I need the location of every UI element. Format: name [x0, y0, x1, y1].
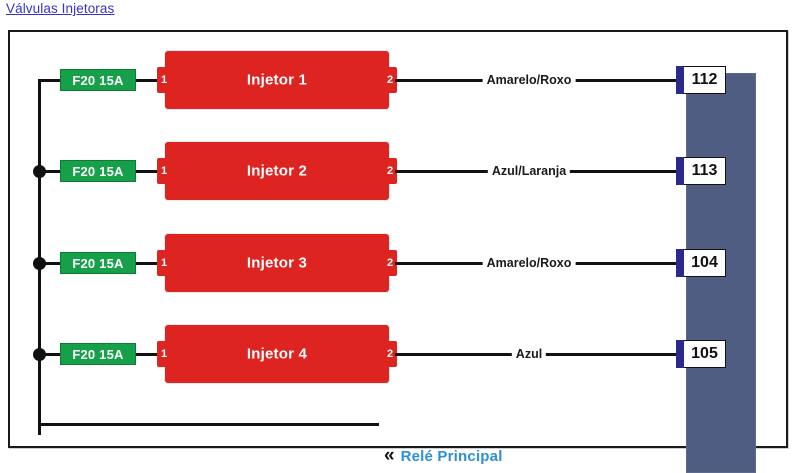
- injector-block-1[interactable]: 1 Injetor 1 2: [157, 51, 397, 109]
- fuse-4-label: F20 15A: [72, 346, 124, 362]
- injector-3-pin-in: 1: [157, 250, 173, 276]
- injector-2-pin-out: 2: [381, 158, 397, 184]
- ecu-pin-2-number: 113: [684, 157, 726, 185]
- fuse-1-label: F20 15A: [72, 72, 124, 88]
- wire-bus-to-fuse-2: [38, 170, 60, 173]
- injector-block-2[interactable]: 1 Injetor 2 2: [157, 142, 397, 200]
- relay-label: Relé Principal: [400, 447, 503, 465]
- ecu-pin-3-number: 104: [684, 249, 726, 277]
- ecu-pin-4-number: 105: [684, 340, 726, 368]
- fuse-1[interactable]: F20 15A: [60, 69, 136, 91]
- double-chevron-left-icon: «: [384, 445, 395, 466]
- ecu-pin-box-1[interactable]: 112: [676, 66, 726, 94]
- injector-3-label: Injetor 3: [246, 254, 308, 272]
- wire-color-label-1: Amarelo/Roxo: [482, 73, 576, 87]
- ecu-pin-3-tab: [676, 249, 684, 277]
- injector-2-label: Injetor 2: [246, 162, 308, 180]
- ecu-pin-box-2[interactable]: 113: [676, 157, 726, 185]
- ecu-pin-1-number: 112: [684, 66, 726, 94]
- wire-fuse-to-injector-1: [136, 79, 159, 82]
- fuse-3[interactable]: F20 15A: [60, 252, 136, 274]
- page-title-link[interactable]: Válvulas Injetoras: [6, 1, 115, 16]
- ecu-pin-2-tab: [676, 157, 684, 185]
- fuse-2[interactable]: F20 15A: [60, 160, 136, 182]
- wire-color-label-4: Azul: [511, 347, 547, 361]
- fuse-2-label: F20 15A: [72, 163, 124, 179]
- fuse-3-label: F20 15A: [72, 255, 124, 271]
- wire-fuse-to-injector-2: [136, 170, 159, 173]
- ecu-pin-box-4[interactable]: 105: [676, 340, 726, 368]
- power-bus-bottom-run: [38, 423, 379, 426]
- injector-4-label: Injetor 4: [246, 345, 308, 363]
- wire-fuse-to-injector-3: [136, 262, 159, 265]
- injector-1-label: Injetor 1: [246, 71, 308, 89]
- injector-1-pin-in: 1: [157, 67, 173, 93]
- wiring-diagram-frame: F20 15A 1 Injetor 1 2 Amarelo/Roxo 112 F…: [8, 30, 788, 473]
- ecu-pin-4-tab: [676, 340, 684, 368]
- injector-4-pin-out: 2: [381, 341, 397, 367]
- wire-bus-to-fuse-1: [38, 79, 60, 82]
- injector-1-pin-out: 2: [381, 67, 397, 93]
- wire-color-label-2: Azul/Laranja: [487, 164, 571, 178]
- fuse-4[interactable]: F20 15A: [60, 343, 136, 365]
- relay-annotation: « Relé Principal: [384, 445, 503, 466]
- wire-color-label-3: Amarelo/Roxo: [482, 256, 576, 270]
- injector-2-pin-in: 1: [157, 158, 173, 184]
- wire-bus-to-fuse-3: [38, 262, 60, 265]
- diagram-canvas: F20 15A 1 Injetor 1 2 Amarelo/Roxo 112 F…: [10, 32, 786, 473]
- injector-block-4[interactable]: 1 Injetor 4 2: [157, 325, 397, 383]
- wire-bus-to-fuse-4: [38, 353, 60, 356]
- injector-block-3[interactable]: 1 Injetor 3 2: [157, 234, 397, 292]
- ecu-pin-1-tab: [676, 66, 684, 94]
- wire-fuse-to-injector-4: [136, 353, 159, 356]
- injector-4-pin-in: 1: [157, 341, 173, 367]
- ecu-pin-box-3[interactable]: 104: [676, 249, 726, 277]
- injector-3-pin-out: 2: [381, 250, 397, 276]
